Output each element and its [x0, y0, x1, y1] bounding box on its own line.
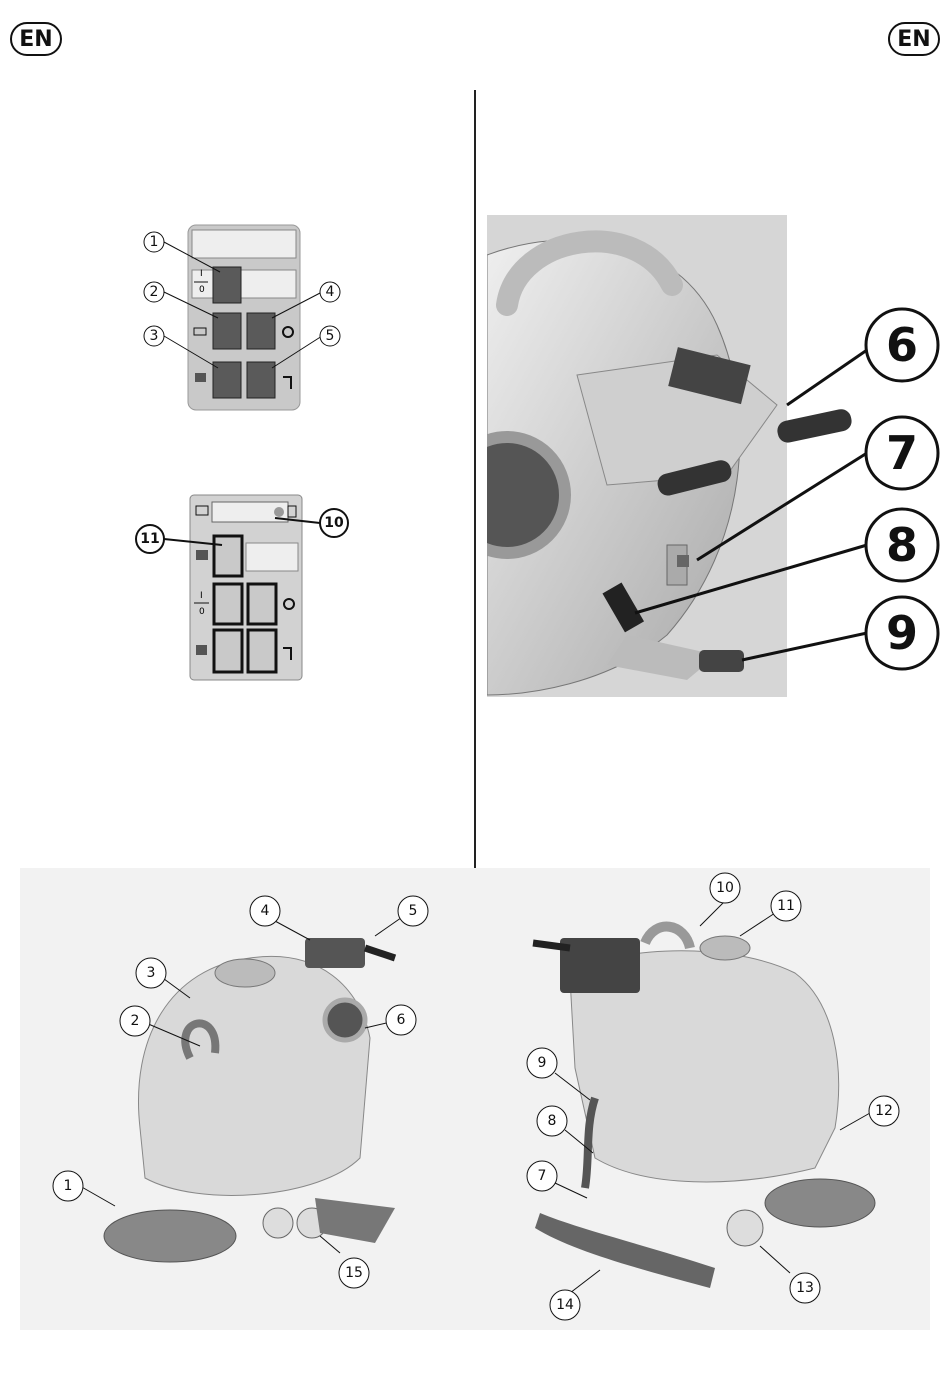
callout-9: 9 — [866, 597, 938, 669]
callout-1: 1 — [53, 1171, 83, 1201]
svg-text:14: 14 — [556, 1297, 574, 1313]
callout-10: 10 — [320, 509, 348, 537]
squeegee-button[interactable] — [248, 630, 276, 672]
machine-front-view: 1 2 3 4 5 6 15 — [20, 868, 475, 1330]
callout-7: 7 — [527, 1161, 557, 1191]
svg-text:12: 12 — [875, 1103, 893, 1119]
main-switch-button[interactable] — [213, 267, 241, 303]
language-badge-left: EN — [10, 22, 62, 56]
svg-text:4: 4 — [326, 284, 335, 300]
callout-3: 3 — [136, 958, 166, 988]
callout-8: 8 — [866, 509, 938, 581]
callout-4: 4 — [250, 896, 280, 926]
rear-wheel — [263, 1208, 293, 1238]
callout-3: 3 — [144, 326, 164, 346]
brush-icon — [196, 550, 208, 560]
svg-text:2: 2 — [150, 284, 159, 300]
detergent-regulator[interactable] — [677, 555, 689, 567]
callout-11: 11 — [771, 891, 801, 921]
callout-11: 11 — [136, 525, 164, 553]
brush-deck — [104, 1210, 236, 1262]
svg-text:10: 10 — [716, 880, 734, 896]
callout-2: 2 — [144, 282, 164, 302]
svg-text:3: 3 — [147, 965, 156, 981]
svg-text:6: 6 — [397, 1012, 406, 1028]
leader-line — [787, 350, 867, 405]
tank-cap — [700, 936, 750, 960]
brush-button[interactable] — [213, 313, 241, 349]
svg-text:6: 6 — [886, 318, 918, 372]
vacuum-button[interactable] — [248, 584, 276, 624]
handle-unit — [560, 938, 640, 993]
vacuum-button[interactable] — [247, 313, 275, 349]
power-symbol-on: I — [200, 591, 203, 601]
brush-deck — [765, 1179, 875, 1227]
svg-text:7: 7 — [886, 426, 918, 480]
power-symbol-off: 0 — [199, 607, 205, 617]
svg-text:9: 9 — [538, 1055, 547, 1071]
callout-2: 2 — [120, 1006, 150, 1036]
panel-blank-slot — [246, 543, 298, 571]
detergent-icon — [195, 373, 206, 382]
tank-opening — [325, 1000, 365, 1040]
panel-display-slot — [192, 230, 296, 258]
svg-text:1: 1 — [150, 234, 159, 250]
callout-6: 6 — [386, 1005, 416, 1035]
svg-text:1: 1 — [64, 1178, 73, 1194]
main-switch-button[interactable] — [214, 584, 242, 624]
callout-5: 5 — [320, 326, 340, 346]
svg-text:11: 11 — [777, 898, 795, 914]
handle-grip[interactable] — [533, 943, 570, 948]
callout-14: 14 — [550, 1290, 580, 1320]
power-symbol-off: 0 — [199, 285, 205, 295]
svg-text:8: 8 — [548, 1113, 557, 1129]
svg-text:2: 2 — [131, 1013, 140, 1029]
callout-13: 13 — [790, 1273, 820, 1303]
svg-text:10: 10 — [324, 515, 344, 531]
svg-text:9: 9 — [886, 606, 918, 660]
rear-wheel — [727, 1210, 763, 1246]
brush-release-button[interactable] — [214, 536, 242, 576]
svg-text:5: 5 — [409, 903, 418, 919]
detergent-icon — [196, 645, 207, 655]
brush-pedal[interactable] — [699, 650, 744, 672]
callout-9: 9 — [527, 1048, 557, 1078]
callout-5: 5 — [398, 896, 428, 926]
indicator-led — [274, 507, 284, 517]
callout-10: 10 — [710, 873, 740, 903]
column-divider — [474, 90, 476, 868]
control-panel-figure-b: I 0 11 10 — [130, 490, 360, 685]
language-badge-right: EN — [888, 22, 940, 56]
power-symbol-on: I — [200, 269, 203, 279]
svg-text:7: 7 — [538, 1168, 547, 1184]
svg-text:3: 3 — [150, 328, 159, 344]
svg-text:4: 4 — [261, 903, 270, 919]
svg-text:15: 15 — [345, 1265, 363, 1281]
handle-detail-figure: 6 7 8 9 — [487, 215, 947, 700]
control-panel-figure-a: I 0 1 2 3 4 5 — [140, 220, 350, 415]
handle-grip-right[interactable] — [776, 407, 854, 444]
callout-7: 7 — [866, 417, 938, 489]
callout-12: 12 — [869, 1096, 899, 1126]
callout-15: 15 — [339, 1258, 369, 1288]
squeegee-button[interactable] — [247, 362, 275, 398]
detergent-button[interactable] — [214, 630, 242, 672]
svg-text:13: 13 — [796, 1280, 814, 1296]
svg-text:5: 5 — [326, 328, 335, 344]
tank-cap — [215, 959, 275, 987]
handle-unit — [305, 938, 365, 968]
panel-blank-slot — [192, 270, 296, 298]
callout-8: 8 — [537, 1106, 567, 1136]
machine-rear-view: 10 11 9 8 7 12 13 14 — [475, 868, 930, 1330]
callout-1: 1 — [144, 232, 164, 252]
svg-text:8: 8 — [886, 518, 918, 572]
tank-opening — [487, 437, 565, 553]
svg-text:11: 11 — [140, 531, 159, 547]
callout-6: 6 — [866, 309, 938, 381]
callout-4: 4 — [320, 282, 340, 302]
